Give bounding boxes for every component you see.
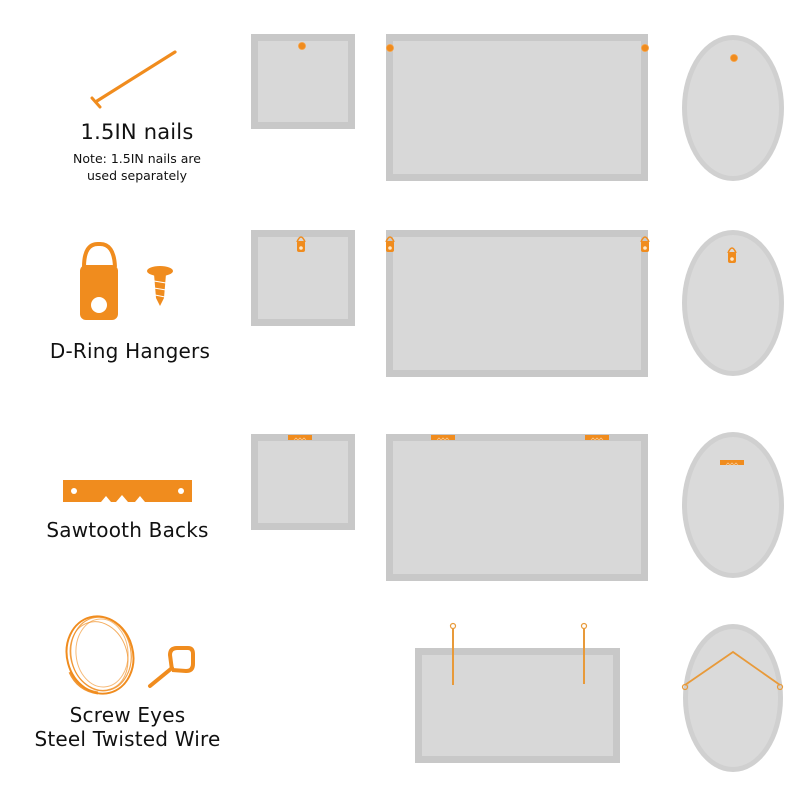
nail-dot xyxy=(641,44,649,52)
screw-icon xyxy=(147,266,173,306)
wire-title-line1: Screw Eyes xyxy=(69,703,186,727)
nail-dot xyxy=(730,54,738,62)
sawtooth-hanger-icon xyxy=(63,480,192,502)
nail-icon xyxy=(90,50,177,109)
nails-note-line1: Note: 1.5IN nails are xyxy=(73,151,201,166)
row-sawtooth-frames xyxy=(251,432,784,581)
d-ring-title: D-Ring Hangers xyxy=(49,339,211,363)
row-wire-frames xyxy=(415,622,784,772)
row-dring-frames xyxy=(251,230,784,377)
screw-eye xyxy=(449,622,457,685)
screw-eye xyxy=(580,622,588,684)
nail-dot xyxy=(386,44,394,52)
nails-note-line2: used separately xyxy=(86,168,188,183)
screw-eye-icon xyxy=(148,646,195,688)
nail-dot xyxy=(298,42,306,50)
hanging-wire xyxy=(684,650,781,686)
row-nails-frames xyxy=(251,34,784,181)
sawtooth-title: Sawtooth Backs xyxy=(46,518,209,542)
wire-title-line2: Steel Twisted Wire xyxy=(34,727,221,751)
wire-coil-icon xyxy=(65,615,135,695)
d-ring-icon xyxy=(80,241,118,320)
nails-title: 1.5IN nails xyxy=(80,120,194,144)
